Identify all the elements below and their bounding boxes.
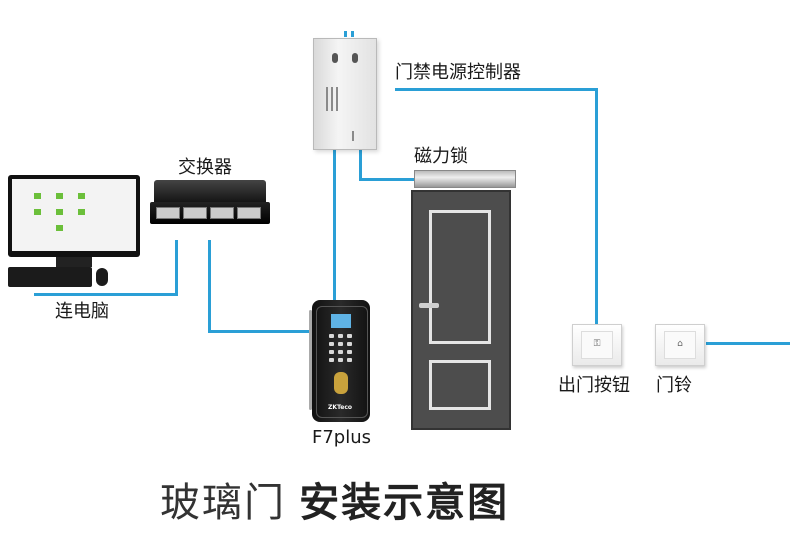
keypad-key	[329, 334, 334, 338]
wire-controller-to-lock-v	[359, 148, 362, 180]
controller-mount-hole	[332, 53, 338, 63]
keypad-key	[329, 350, 334, 354]
keypad-key	[347, 342, 352, 346]
title-bold: 安装示意图	[299, 480, 510, 526]
diagram-title: 玻璃门 安装示意图	[160, 470, 509, 528]
magnetic-lock-label: 磁力锁	[414, 146, 468, 167]
app-icon	[34, 209, 41, 215]
switch-top	[154, 180, 266, 204]
doorbell-face	[664, 331, 696, 359]
keypad-key	[347, 334, 352, 338]
app-icon	[56, 209, 63, 215]
app-icon	[78, 193, 85, 199]
computer-screen	[12, 179, 136, 251]
wire-switch-to-pc-h	[34, 293, 178, 296]
doorbell-device: ⌂	[655, 324, 705, 366]
wire-switch-to-terminal-h	[208, 330, 314, 333]
door-panel-upper	[429, 210, 491, 344]
wire-doorbell-out	[706, 342, 790, 345]
wire-switch-to-terminal-v	[208, 240, 211, 333]
switch-label: 交换器	[178, 157, 232, 178]
keypad-key	[338, 342, 343, 346]
power-controller-device	[313, 31, 377, 150]
terminal-display	[331, 314, 351, 328]
fingerprint-sensor-icon	[334, 372, 348, 394]
switch-port	[156, 207, 180, 219]
mouse	[96, 268, 108, 286]
magnetic-lock-device	[414, 170, 516, 188]
controller-terminal	[344, 31, 347, 37]
wire-switch-to-pc-v	[175, 240, 178, 296]
controller-vent	[326, 87, 328, 111]
keypad-key	[329, 342, 334, 346]
key-icon: ⚿	[593, 339, 601, 349]
computer-label: 连电脑	[55, 301, 109, 322]
controller-vent	[336, 87, 338, 111]
monitor-stand	[56, 257, 92, 267]
door-panel-lower	[429, 360, 491, 410]
wire-controller-to-button-h	[395, 88, 598, 91]
controller-vent	[331, 87, 333, 111]
exit-button-label: 出门按钮	[558, 375, 630, 396]
app-icon	[56, 193, 63, 199]
keyboard	[8, 267, 92, 287]
door-handle	[419, 303, 439, 308]
exit-button-device: ⚿	[572, 324, 622, 366]
terminal-logo: ZKTeco	[328, 404, 353, 411]
keypad-key	[338, 350, 343, 354]
terminal-bezel	[316, 306, 368, 418]
terminal-side-trim	[309, 310, 312, 410]
switch-port	[183, 207, 207, 219]
keypad-key	[338, 334, 343, 338]
f7plus-terminal: ZKTeco	[309, 300, 370, 422]
controller-vent	[352, 131, 354, 141]
controller-terminal	[351, 31, 354, 37]
bell-icon: ⌂	[677, 339, 683, 349]
wire-controller-to-lock-h	[359, 178, 417, 181]
app-icon	[56, 225, 63, 231]
wire-controller-to-terminal	[333, 148, 336, 310]
keypad-key	[347, 358, 352, 362]
title-light: 玻璃门	[160, 480, 286, 526]
glass-door	[411, 190, 511, 430]
switch-port	[237, 207, 261, 219]
doorbell-label: 门铃	[656, 375, 692, 396]
power-controller-label: 门禁电源控制器	[395, 62, 521, 83]
computer-monitor	[8, 175, 140, 257]
terminal-label: F7plus	[312, 427, 372, 448]
controller-mount-hole	[352, 53, 358, 63]
app-icon	[34, 193, 41, 199]
switch-port	[210, 207, 234, 219]
wire-controller-to-button-v	[595, 88, 598, 324]
keypad-key	[347, 350, 352, 354]
exit-button-face	[581, 331, 613, 359]
app-icon	[78, 209, 85, 215]
keypad-key	[338, 358, 343, 362]
network-switch-device	[150, 180, 270, 240]
keypad-key	[329, 358, 334, 362]
